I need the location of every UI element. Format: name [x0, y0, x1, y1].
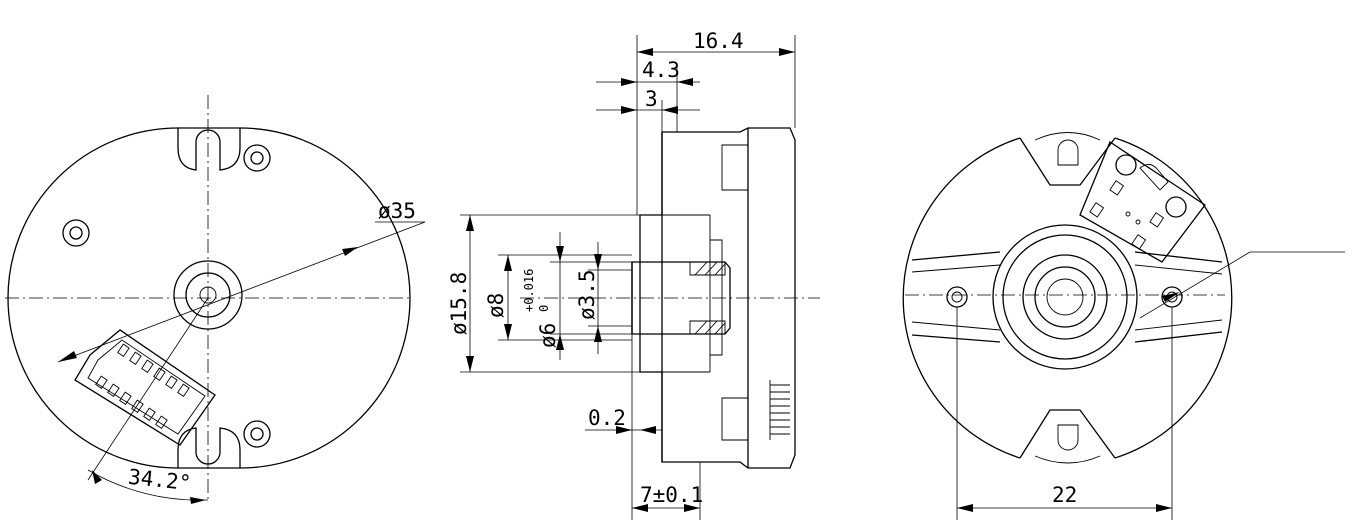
- side-connector-pins: [769, 380, 790, 440]
- dim-dia-bore-tol-lower: 0: [537, 305, 551, 312]
- rear-hub-outer: [992, 224, 1138, 370]
- front-hub-bore: [199, 286, 217, 304]
- rear-leader: [1139, 251, 1251, 319]
- side-body-outline: [661, 127, 796, 469]
- front-angle-extension-1: [87, 297, 209, 481]
- dim-dia-bore-tol-upper: +0.016: [522, 269, 536, 312]
- dim-dia-outer-label: ø15.8: [447, 272, 471, 335]
- dim-hole-spacing-label: 22: [1052, 483, 1077, 507]
- dim-gap-label: 0.2: [588, 406, 626, 430]
- rear-view: 22: [902, 132, 1345, 520]
- rear-body-outline: [902, 137, 1233, 459]
- rear-pcb: [1079, 141, 1206, 263]
- front-diameter-arrow-right: [342, 247, 358, 256]
- dim-length-b-label: 3: [645, 87, 658, 111]
- dim-length-a-label: 4.3: [642, 58, 680, 82]
- front-body-outline: [7, 127, 411, 469]
- side-view: 16.4 4.3 3 ø15.8 ø8 ø6 +0.016 0: [447, 29, 820, 520]
- dim-overall-length-label: 16.4: [693, 29, 744, 53]
- front-hub-inner: [185, 272, 231, 318]
- rear-bottom-slot: [1019, 409, 1116, 459]
- dim-dia-mid-label: ø8: [484, 293, 508, 318]
- front-view: ø35 34.2°: [5, 95, 426, 504]
- front-diameter-leader: [57, 221, 426, 363]
- front-diameter-label: ø35: [378, 199, 416, 223]
- rear-hub-ring-3: [1034, 266, 1096, 328]
- rear-hub-ring-1: [1002, 234, 1128, 360]
- dim-dia-bore-label: ø6: [536, 323, 560, 348]
- front-mount-hole-top-right: [243, 144, 271, 172]
- front-connector-block: [74, 329, 216, 446]
- front-mount-hole-bottom-right: [243, 420, 271, 448]
- front-top-slot-lug: [177, 127, 241, 171]
- rear-hub-ring-2: [1022, 254, 1108, 340]
- side-shaft-hatching: [694, 261, 726, 335]
- rear-band: [911, 251, 1223, 343]
- rear-hole-left: [946, 286, 968, 308]
- rear-top-slot: [1019, 137, 1116, 186]
- rear-hub-bore: [1046, 278, 1084, 316]
- front-hub-outer: [173, 260, 243, 330]
- front-mount-hole-left: [62, 219, 90, 247]
- front-bottom-slot-lug: [177, 427, 241, 469]
- dim-dia-inner-label: ø3.5: [575, 269, 599, 320]
- dim-hub-length-label: 7±0.1: [640, 483, 703, 507]
- front-diameter-arrow-left: [58, 351, 77, 362]
- front-angle-label: 34.2°: [127, 465, 192, 495]
